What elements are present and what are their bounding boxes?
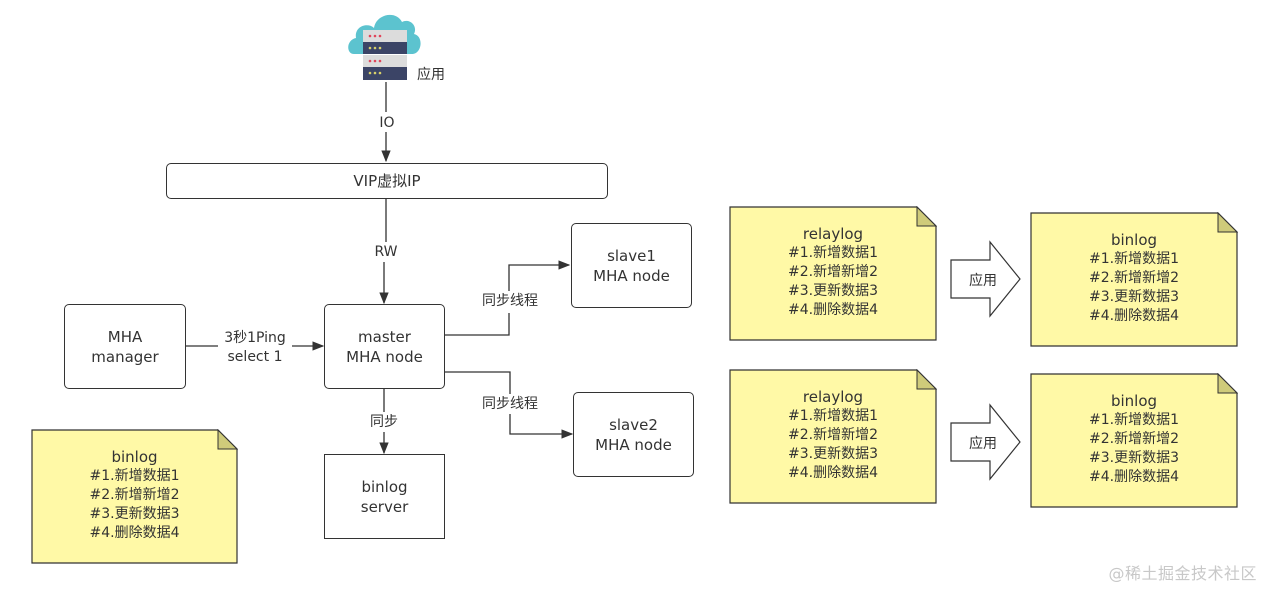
note-line: #1.新增数据1 <box>89 468 180 484</box>
note-title: binlog <box>1110 392 1158 410</box>
note-body <box>729 206 937 341</box>
binlog-server-line1: binlog <box>361 477 408 496</box>
note-body <box>729 369 937 504</box>
note-line: #4.删除数据4 <box>1089 469 1179 485</box>
edge-master-to-slave2-upper <box>445 371 511 394</box>
note-body <box>31 429 238 564</box>
io-edge-label: IO <box>376 114 398 132</box>
slave1-line2: MHA node <box>593 266 670 285</box>
vip-node[interactable]: VIP虚拟IP <box>166 163 608 199</box>
rw-edge-label: RW <box>370 243 402 261</box>
note-line: #4.删除数据4 <box>788 465 878 481</box>
note-shape <box>31 429 238 564</box>
note-text: binlog #1.新增数据1 #2.新增新增2 #3.更新数据3 #4.删除数据4 <box>1030 391 1238 487</box>
ping-edge-label-line2: select 1 <box>227 349 283 365</box>
note-line: #3.更新数据3 <box>788 283 878 299</box>
ping-edge-label-line1: 3秒1Ping <box>224 330 286 346</box>
edge-master-to-slave1-lower <box>445 313 510 336</box>
note-shape <box>729 206 937 341</box>
slave2-line1: slave2 <box>609 415 658 434</box>
master-node[interactable]: master MHA node <box>324 304 445 389</box>
note-shape <box>729 369 937 504</box>
edge-master-to-slave2-lower <box>509 414 574 439</box>
apply-arrow-top: 应用 <box>950 240 1022 318</box>
note-body <box>1030 373 1238 508</box>
note-title: binlog <box>1110 231 1158 249</box>
edge-master-to-slave1-upper <box>508 260 571 291</box>
mha-manager-line1: MHA <box>107 327 143 346</box>
note-line: #3.更新数据3 <box>1089 450 1179 466</box>
apply-arrow-bottom-label: 应用 <box>969 436 997 452</box>
apply-arrow-bottom: 应用 <box>950 403 1022 481</box>
note-text: relaylog #1.新增数据1 #2.新增新增2 #3.更新数据3 #4.删除数据4 <box>729 387 937 483</box>
note-line: #2.新增新增2 <box>1089 431 1179 447</box>
note-text: relaylog #1.新增数据1 #2.新增新增2 #3.更新数据3 #4.删除数据4 <box>729 224 937 320</box>
binlog-server-line2: server <box>360 497 409 516</box>
block-arrow-right-icon <box>950 240 1021 318</box>
sync-thread-label-slave2: 同步线程 <box>478 395 542 413</box>
slave2-node[interactable]: slave2 MHA node <box>573 392 694 477</box>
cloud-server-icon <box>348 14 421 80</box>
note-shape <box>1030 212 1238 347</box>
note-slave2-binlog[interactable]: binlog #1.新增数据1 #2.新增新增2 #3.更新数据3 #4.删除数据4 <box>1030 373 1238 508</box>
note-line: #2.新增新增2 <box>788 427 878 443</box>
note-line: #2.新增新增2 <box>1089 270 1179 286</box>
sync-thread-label-slave1: 同步线程 <box>478 292 542 310</box>
note-fold-corner <box>916 206 937 227</box>
master-line2: MHA node <box>346 347 423 366</box>
slave2-line2: MHA node <box>595 435 672 454</box>
note-line: #3.更新数据3 <box>89 506 180 522</box>
note-shape <box>1030 373 1238 508</box>
note-slave1-relaylog[interactable]: relaylog #1.新增数据1 #2.新增新增2 #3.更新数据3 #4.删除数据4 <box>729 206 937 341</box>
note-line: #1.新增数据1 <box>788 408 878 424</box>
block-arrow-right-icon <box>950 403 1021 481</box>
note-fold-corner <box>217 429 238 450</box>
note-title: binlog <box>111 448 158 466</box>
note-fold-corner <box>1217 373 1238 394</box>
vip-label: VIP虚拟IP <box>353 172 421 190</box>
mha-manager-node[interactable]: MHA manager <box>64 304 186 389</box>
master-line1: master <box>358 327 411 346</box>
note-master-binlog[interactable]: binlog #1.新增数据1 #2.新增新增2 #3.更新数据3 #4.删除数据4 <box>31 429 238 564</box>
app-node[interactable] <box>346 4 426 84</box>
binlog-server-node[interactable]: binlog server <box>324 454 445 539</box>
note-fold-corner <box>1217 212 1238 233</box>
slave1-line1: slave1 <box>607 246 656 265</box>
app-label: 应用 <box>417 67 445 83</box>
note-body <box>1030 212 1238 347</box>
note-line: #1.新增数据1 <box>788 245 878 261</box>
mha-manager-line2: manager <box>91 347 159 366</box>
note-title: relaylog <box>802 225 864 243</box>
note-text: binlog #1.新增数据1 #2.新增新增2 #3.更新数据3 #4.删除数据4 <box>1030 230 1238 326</box>
note-title: relaylog <box>802 388 864 406</box>
apply-arrow-top-label: 应用 <box>969 273 997 289</box>
note-line: #1.新增数据1 <box>1089 251 1179 267</box>
note-line: #2.新增新增2 <box>89 487 180 503</box>
note-text: binlog #1.新增数据1 #2.新增新增2 #3.更新数据3 #4.删除数据4 <box>31 447 238 543</box>
note-slave1-binlog[interactable]: binlog #1.新增数据1 #2.新增新增2 #3.更新数据3 #4.删除数据4 <box>1030 212 1238 347</box>
sync-edge-label: 同步 <box>366 413 402 431</box>
note-line: #4.删除数据4 <box>89 525 180 541</box>
note-slave2-relaylog[interactable]: relaylog #1.新增数据1 #2.新增新增2 #3.更新数据3 #4.删除数据4 <box>729 369 937 504</box>
watermark: @稀土掘金技术社区 <box>1108 564 1257 583</box>
note-line: #3.更新数据3 <box>1089 289 1179 305</box>
note-line: #2.新增新增2 <box>788 264 878 280</box>
note-line: #4.删除数据4 <box>788 302 878 318</box>
note-fold-corner <box>916 369 937 390</box>
note-line: #3.更新数据3 <box>788 446 878 462</box>
note-line: #1.新增数据1 <box>1089 412 1179 428</box>
note-line: #4.删除数据4 <box>1089 308 1179 324</box>
ping-edge-label: 3秒1Ping select 1 <box>218 329 292 367</box>
slave1-node[interactable]: slave1 MHA node <box>571 223 692 308</box>
